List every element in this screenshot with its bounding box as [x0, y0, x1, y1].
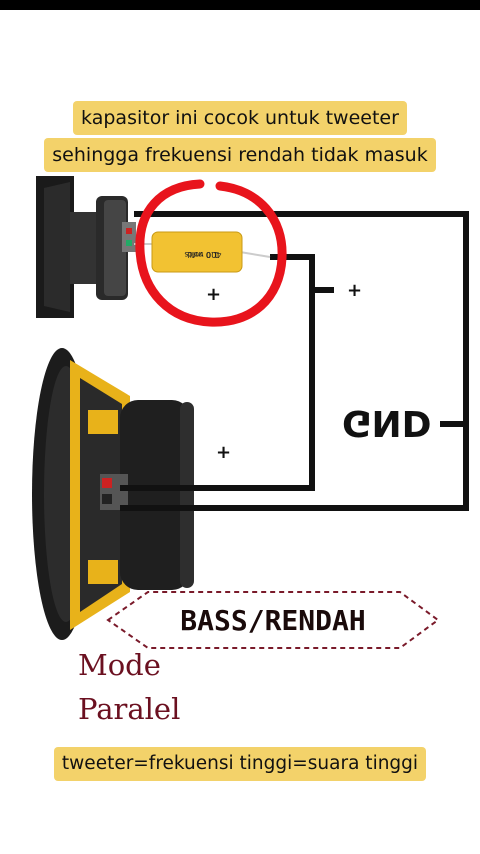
caption-top-line2: sehingga frekuensi rendah tidak masuk	[0, 138, 480, 172]
capacitor-voltage: 400 volts	[185, 250, 222, 259]
top-status-bar	[0, 0, 480, 10]
woofer-speaker	[32, 348, 194, 640]
plus-label-woofer: +	[216, 442, 232, 463]
mode-label-line1: Mode	[78, 648, 161, 682]
bass-label-text: BASS/RENDAH	[180, 603, 366, 637]
capacitor: 1.0 mfd 400 volts	[151, 231, 243, 273]
bass-label: BASS/RENDAH	[108, 591, 438, 649]
highlight-circle	[135, 179, 287, 327]
plus-label-rail: +	[347, 280, 363, 301]
capacitor-value: 1.0 mfd	[188, 250, 219, 259]
capacitor-lead-right	[239, 251, 271, 258]
caption-top-line1: kapasitor ini cocok untuk tweeter	[0, 101, 480, 135]
mode-label-line2: Paralel	[78, 692, 181, 726]
tweeter-speaker	[36, 176, 136, 318]
caption-bottom: tweeter=frekuensi tinggi=suara tinggi	[0, 747, 480, 781]
gnd-label: GND	[342, 402, 432, 443]
caption-text: kapasitor ini cocok untuk tweeter	[73, 101, 407, 135]
wiring	[120, 211, 469, 511]
plus-label-capacitor: +	[206, 284, 222, 305]
caption-text: sehingga frekuensi rendah tidak masuk	[44, 138, 436, 172]
bass-label-frame	[106, 591, 440, 649]
caption-text: tweeter=frekuensi tinggi=suara tinggi	[53, 747, 427, 781]
